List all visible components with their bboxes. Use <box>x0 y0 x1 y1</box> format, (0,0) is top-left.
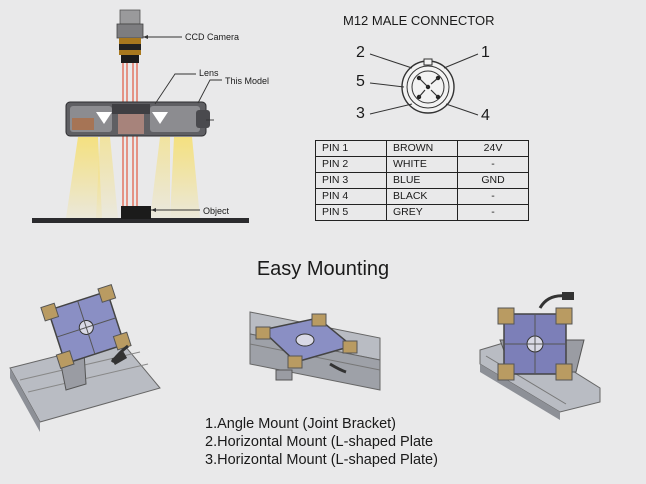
pin-number-4: 4 <box>481 107 490 124</box>
light-beam-left <box>66 137 102 218</box>
label-lens: Lens <box>199 68 219 78</box>
table-row: PIN 3 BLUE GND <box>315 172 529 189</box>
pin-cell: PIN 4 <box>315 188 387 205</box>
ccd-camera <box>116 9 144 63</box>
light-housing <box>65 101 210 137</box>
table-row: PIN 2 WHITE - <box>315 156 529 173</box>
pin-number-2: 2 <box>356 44 365 61</box>
signal-cell: - <box>457 204 529 221</box>
object <box>121 206 151 219</box>
color-cell: BLUE <box>386 172 458 189</box>
light-beam-right <box>170 137 200 218</box>
pin-number-5: 5 <box>356 73 365 90</box>
table-row: PIN 4 BLACK - <box>315 188 529 205</box>
label-ccd-camera: CCD Camera <box>185 32 240 42</box>
list-item: 1.Angle Mount (Joint Bracket) <box>205 416 397 432</box>
list-item: 3.Horizontal Mount (L-shaped Plate) <box>205 452 438 468</box>
signal-cell: 24V <box>457 140 529 157</box>
color-cell: BLACK <box>386 188 458 205</box>
pin-cell: PIN 5 <box>315 204 387 221</box>
connector-title: M12 MALE CONNECTOR <box>343 13 495 28</box>
label-this-model: This Model <box>225 76 270 86</box>
signal-cell: GND <box>457 172 529 189</box>
pin-table: PIN 1 BROWN 24V PIN 2 WHITE - PIN 3 BLUE… <box>315 140 529 221</box>
table-row: PIN 5 GREY - <box>315 204 529 221</box>
pin-cell: PIN 2 <box>315 156 387 173</box>
light-beam-left-inner <box>96 137 118 218</box>
color-cell: WHITE <box>386 156 458 173</box>
mounting-list: 1.Angle Mount (Joint Bracket) 2.Horizont… <box>205 415 438 469</box>
list-item: 2.Horizontal Mount (L-shaped Plate <box>205 434 434 450</box>
signal-cell: - <box>457 188 529 205</box>
mounting-heading: Easy Mounting <box>256 258 390 280</box>
pin-number-3: 3 <box>356 105 365 122</box>
color-cell: BROWN <box>386 140 458 157</box>
label-object: Object <box>203 206 230 216</box>
signal-cell: - <box>457 156 529 173</box>
pin-cell: PIN 3 <box>315 172 387 189</box>
color-cell: GREY <box>386 204 458 221</box>
pin-cell: PIN 1 <box>315 140 387 157</box>
light-beam-right-inner <box>150 137 170 218</box>
pin-number-1: 1 <box>481 44 490 61</box>
base-plate <box>32 218 249 223</box>
table-row: PIN 1 BROWN 24V <box>315 140 529 157</box>
leader-lines <box>143 36 222 211</box>
